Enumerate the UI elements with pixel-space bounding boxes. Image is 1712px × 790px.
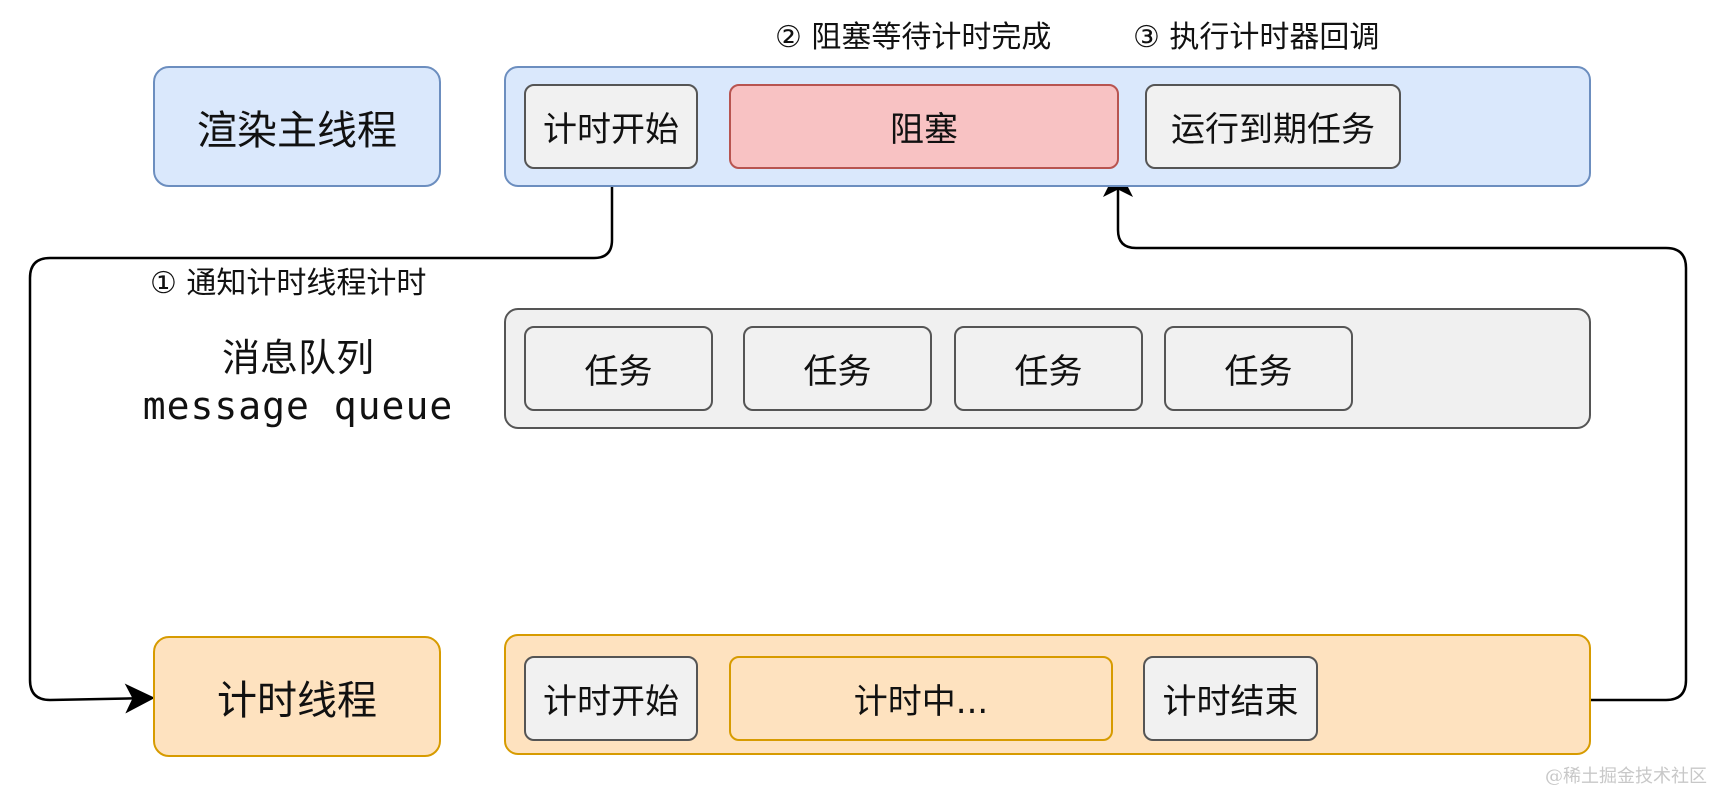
message-queue-label-cn: 消息队列: [221, 336, 374, 380]
run-due-task-box: 运行到期任务: [1145, 84, 1401, 169]
render-thread-label: 渲染主线程: [153, 66, 441, 187]
task-box: 任务: [954, 326, 1143, 411]
timing-box: 计时中...: [729, 656, 1113, 741]
timer-end-box: 计时结束: [1143, 656, 1318, 741]
message-queue-label-en: message queue: [142, 384, 454, 428]
message-queue-label: 消息队列 message queue: [128, 334, 468, 430]
step-3-caption: ③ 执行计时器回调: [1133, 20, 1380, 55]
task-box: 任务: [1164, 326, 1353, 411]
task-box: 任务: [524, 326, 713, 411]
render-timer-start-box: 计时开始: [524, 84, 698, 169]
notify-timer-arrow: [28, 170, 614, 714]
task-box: 任务: [743, 326, 932, 411]
timer-start-box: 计时开始: [524, 656, 698, 741]
watermark: @稀土掘金技术社区: [1545, 766, 1707, 787]
timer-thread-label: 计时线程: [153, 636, 441, 757]
blocked-box: 阻塞: [729, 84, 1119, 169]
step-1-caption: ① 通知计时线程计时: [150, 266, 427, 301]
callback-arrow: [1103, 167, 1688, 702]
step-2-caption: ② 阻塞等待计时完成: [775, 20, 1052, 55]
